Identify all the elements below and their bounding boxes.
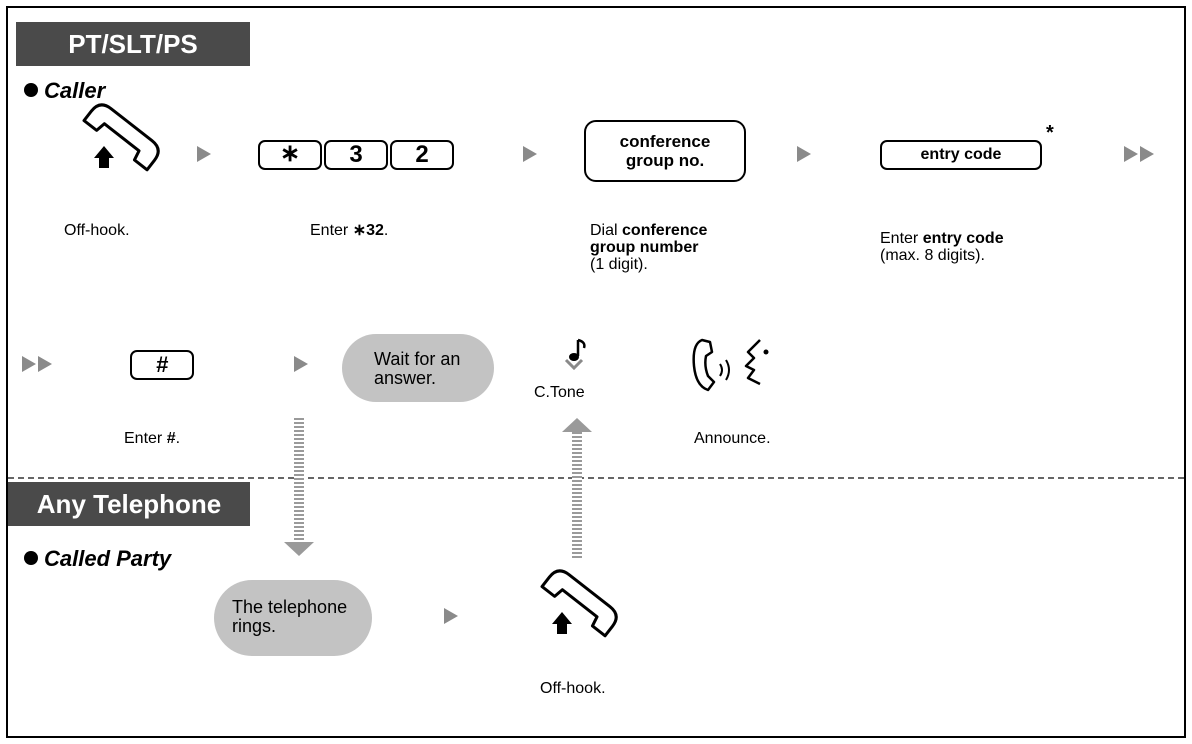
entry-code-caption: Enter entry code (max. 8 digits). <box>880 230 1004 264</box>
dial-conference-caption: Dial conference group number (1 digit). <box>590 222 708 273</box>
section-tab-any-telephone: Any Telephone <box>8 482 250 526</box>
caller-label: Caller <box>24 78 105 104</box>
ring-signal-bar <box>294 418 304 542</box>
music-note-icon <box>564 338 586 370</box>
entry-code-key: entry code <box>880 140 1042 170</box>
ring-signal-arrowhead-icon <box>284 542 314 556</box>
entry-code-asterisk: * <box>1046 122 1054 144</box>
section-tab-pt-slt-ps: PT/SLT/PS <box>16 22 250 66</box>
answer-signal-arrowhead-icon <box>562 418 592 432</box>
key-hash: # <box>130 350 194 380</box>
announce-speaking-icon <box>692 338 769 392</box>
conference-group-no-key: conference group no. <box>584 120 746 182</box>
key-star: ∗ <box>258 140 322 170</box>
telephone-rings-bubble: The telephone rings. <box>214 580 372 656</box>
flow-arrow-icon <box>797 146 811 162</box>
continue-arrow-icon <box>1140 146 1154 162</box>
section-divider <box>8 477 1184 479</box>
enter-32-caption: Enter ∗32. <box>310 222 389 239</box>
wait-for-answer-bubble: Wait for an answer. <box>342 334 494 402</box>
diagram-frame <box>6 6 1186 738</box>
key-3: 3 <box>324 140 388 170</box>
continue-arrow-icon <box>1124 146 1138 162</box>
called-party-label: Called Party <box>24 546 171 572</box>
key-2: 2 <box>390 140 454 170</box>
c-tone-caption: C.Tone <box>534 384 585 401</box>
bullet-icon <box>24 551 38 565</box>
announce-caption: Announce. <box>694 430 771 447</box>
flow-arrow-icon <box>294 356 308 372</box>
flow-arrow-icon <box>523 146 537 162</box>
flow-arrow-icon <box>197 146 211 162</box>
answer-signal-bar <box>572 432 582 558</box>
off-hook-handset-icon <box>540 569 618 638</box>
continue-arrow-icon <box>22 356 36 372</box>
enter-hash-caption: Enter #. <box>124 430 181 447</box>
off-hook-caption-2: Off-hook. <box>540 680 606 697</box>
off-hook-caption: Off-hook. <box>64 222 130 239</box>
bullet-icon <box>24 83 38 97</box>
continue-arrow-icon <box>38 356 52 372</box>
flow-arrow-icon <box>444 608 458 624</box>
off-hook-handset-icon <box>82 103 160 172</box>
